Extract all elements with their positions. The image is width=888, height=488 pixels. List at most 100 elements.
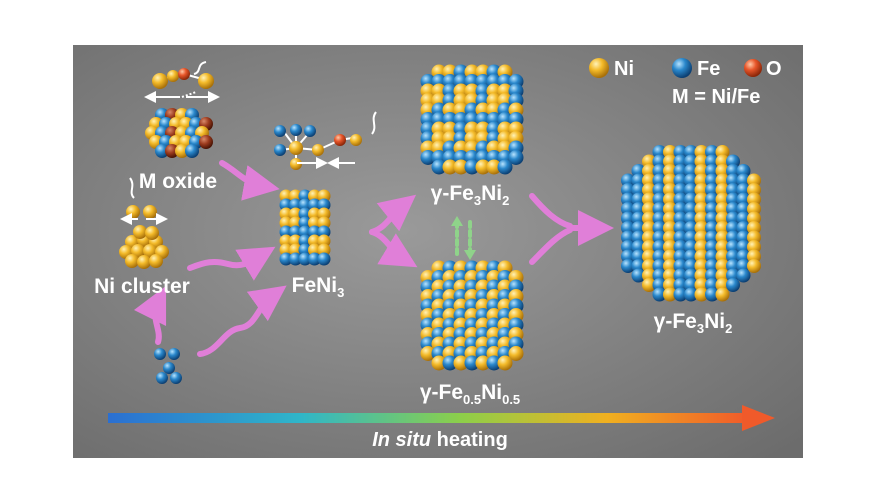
legend-fe-label: Fe — [697, 58, 720, 80]
atom — [694, 287, 709, 302]
atom — [289, 207, 302, 221]
atom — [137, 255, 151, 269]
atom — [165, 144, 179, 158]
atom — [170, 372, 182, 384]
atom — [289, 216, 302, 230]
atom — [475, 355, 491, 371]
atom — [149, 254, 163, 268]
swap-head-up — [451, 216, 463, 226]
atom — [279, 243, 293, 257]
atom — [154, 348, 166, 360]
atom — [279, 225, 293, 239]
atom — [298, 225, 312, 239]
atom — [185, 144, 199, 158]
atom-clusters — [119, 64, 761, 384]
atom — [726, 278, 740, 292]
feni3-molecule — [274, 124, 362, 170]
fe05ni05-particle — [420, 260, 524, 371]
atom — [198, 73, 214, 89]
atom — [308, 225, 321, 239]
atom — [289, 141, 303, 155]
legend: Ni Fe O M = Ni/Fe — [589, 58, 782, 108]
atom — [308, 234, 321, 248]
atom — [290, 158, 302, 170]
atom — [133, 225, 147, 239]
fe3ni2-top-particle — [420, 64, 524, 175]
atom — [298, 243, 312, 257]
atom — [279, 189, 293, 203]
atom — [279, 216, 293, 230]
atom — [334, 134, 346, 146]
atom — [279, 198, 293, 212]
arrow-oxide-to-feni3 — [219, 160, 280, 201]
transformation-arrows — [133, 160, 614, 357]
atom — [304, 125, 316, 137]
atom — [350, 134, 362, 146]
arrow-split-down — [369, 229, 418, 268]
legend-o-label: O — [766, 58, 782, 80]
atom — [145, 226, 159, 240]
heating-gradient-bar — [108, 413, 748, 423]
atom — [163, 362, 175, 374]
legend-ni-swatch — [589, 58, 609, 78]
heating-bar-arrowhead — [742, 405, 775, 431]
atom — [308, 243, 321, 257]
atom — [317, 207, 331, 221]
atom — [631, 268, 646, 283]
atom — [684, 287, 698, 302]
atom — [431, 355, 447, 371]
atom — [486, 355, 502, 371]
atom — [289, 198, 302, 212]
ni-cluster — [119, 225, 169, 269]
atom — [464, 355, 480, 371]
atom — [279, 252, 293, 266]
atom — [312, 144, 324, 156]
arrow-merge-top — [529, 193, 573, 229]
atom — [486, 159, 502, 175]
fe-atoms — [154, 348, 182, 384]
m-oxide-cluster — [145, 108, 213, 158]
atom — [308, 207, 321, 221]
atom — [155, 144, 169, 158]
atom — [289, 225, 302, 239]
atom — [289, 189, 302, 203]
atom — [317, 216, 331, 230]
label-feni3: FeNi3 — [292, 274, 345, 300]
atom — [420, 346, 436, 361]
atom — [715, 287, 730, 302]
atom — [298, 234, 312, 248]
heating-label: In situ heating — [372, 429, 508, 451]
atom — [652, 287, 667, 302]
atom — [317, 189, 331, 203]
atom — [308, 189, 321, 203]
atom — [453, 355, 469, 371]
atom — [317, 234, 331, 248]
atom — [298, 216, 312, 230]
atom — [156, 372, 168, 384]
arrow-merge-bottom — [529, 227, 573, 265]
atom — [125, 254, 139, 268]
atom — [308, 252, 321, 266]
atom — [289, 243, 302, 257]
m-oxide-molecule — [152, 68, 214, 89]
label-m-oxide: M oxide — [139, 170, 217, 193]
legend-fe-swatch — [672, 58, 692, 78]
atom — [199, 135, 213, 149]
atom — [442, 159, 458, 175]
atom — [290, 124, 302, 136]
atom — [663, 287, 677, 302]
atom — [475, 159, 491, 175]
atom — [274, 125, 286, 137]
atom — [298, 252, 312, 266]
atom — [178, 68, 190, 80]
atom — [317, 243, 331, 257]
legend-o-swatch — [744, 59, 762, 77]
atom — [317, 252, 331, 266]
atom — [168, 348, 180, 360]
atom — [298, 189, 312, 203]
atom — [317, 225, 331, 239]
atom — [453, 159, 469, 175]
atom — [705, 287, 719, 302]
atom — [747, 259, 761, 273]
